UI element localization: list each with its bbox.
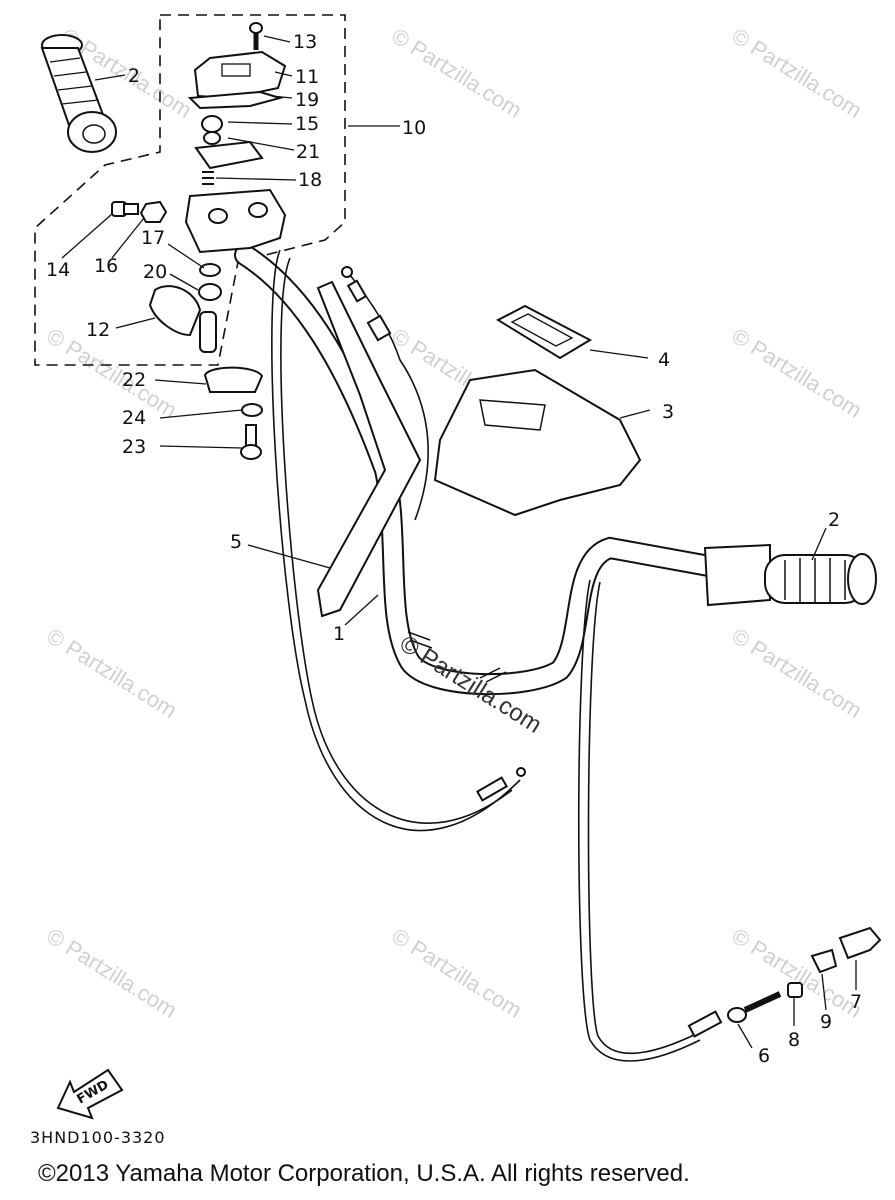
callout-4: 4 <box>658 349 670 371</box>
watermark: © Partzilla.com <box>387 923 526 1023</box>
cable-end <box>341 266 392 342</box>
throttle-cover <box>187 50 287 110</box>
cable-adjuster <box>476 767 526 802</box>
assembly-box-10 <box>34 14 346 366</box>
rear-cable-outer <box>587 581 701 1055</box>
watermark: © Partzilla.com <box>42 323 181 423</box>
bracket-9 <box>810 948 838 974</box>
throttle-body <box>184 115 287 254</box>
callout-13: 13 <box>293 31 317 53</box>
callout-16: 16 <box>94 255 118 277</box>
callout-7: 7 <box>850 991 862 1013</box>
handlebar-knurl <box>407 631 507 683</box>
watermark: © Partzilla.com <box>727 623 866 723</box>
callout-22: 22 <box>122 369 146 391</box>
nut-16 <box>139 200 168 223</box>
callout-19: 19 <box>295 89 319 111</box>
adjuster-6 <box>687 991 782 1038</box>
washer-24 <box>241 403 263 417</box>
copyright-notice: ©2013 Yamaha Motor Corporation, U.S.A. A… <box>38 1160 690 1187</box>
callout-15: 15 <box>295 113 319 135</box>
watermarks: © Partzilla.com © Partzilla.com © Partzi… <box>42 23 866 1023</box>
callout-1: 1 <box>333 623 345 645</box>
boot-7 <box>838 926 882 960</box>
watermark: © Partzilla.com <box>42 923 181 1023</box>
spring-8 <box>787 982 803 998</box>
left-grip <box>40 34 117 153</box>
washers-17-20 <box>198 263 222 301</box>
leader-lines <box>61 35 857 1049</box>
bolt-23 <box>240 424 262 460</box>
fwd-arrow-icon: FWD <box>56 1068 124 1120</box>
bolt-14 <box>111 201 139 217</box>
callout-24: 24 <box>122 407 146 429</box>
callout-3: 3 <box>662 401 674 423</box>
rear-cable <box>577 579 701 1062</box>
callout-21: 21 <box>296 141 320 163</box>
callouts: 1 2 2 3 4 5 6 7 8 9 10 11 12 13 14 15 16… <box>46 31 862 1067</box>
callout-18: 18 <box>298 169 322 191</box>
clamp-22 <box>203 366 264 393</box>
handlebar-inner <box>236 246 729 694</box>
right-grip <box>703 543 877 607</box>
callout-6: 6 <box>758 1045 770 1067</box>
callout-14: 14 <box>46 259 70 281</box>
brake-cable-outer <box>280 257 513 824</box>
brake-cable <box>271 249 521 832</box>
throttle-cable <box>349 274 429 521</box>
callout-2-right: 2 <box>828 509 840 531</box>
watermark: © Partzilla.com <box>387 23 526 123</box>
handlebar-pad-5 <box>316 280 422 618</box>
watermark: © Partzilla.com <box>42 623 181 723</box>
callout-20: 20 <box>143 261 167 283</box>
callout-5: 5 <box>230 531 242 553</box>
callout-9: 9 <box>820 1011 832 1033</box>
callout-17: 17 <box>141 227 165 249</box>
callout-8: 8 <box>788 1029 800 1051</box>
throttle-lever-12 <box>148 285 217 353</box>
handlebar-cover-3 <box>433 368 642 517</box>
callout-11: 11 <box>295 66 319 88</box>
watermark: © Partzilla.com <box>727 23 866 123</box>
watermark: © Partzilla.com <box>727 323 866 423</box>
pad-4 <box>495 304 593 360</box>
callout-12: 12 <box>86 319 110 341</box>
callout-10: 10 <box>402 117 426 139</box>
diagram-code: 3HND100-3320 <box>30 1128 166 1147</box>
callout-2-left: 2 <box>128 65 140 87</box>
callout-23: 23 <box>122 436 146 458</box>
throttle-screw <box>249 22 263 50</box>
